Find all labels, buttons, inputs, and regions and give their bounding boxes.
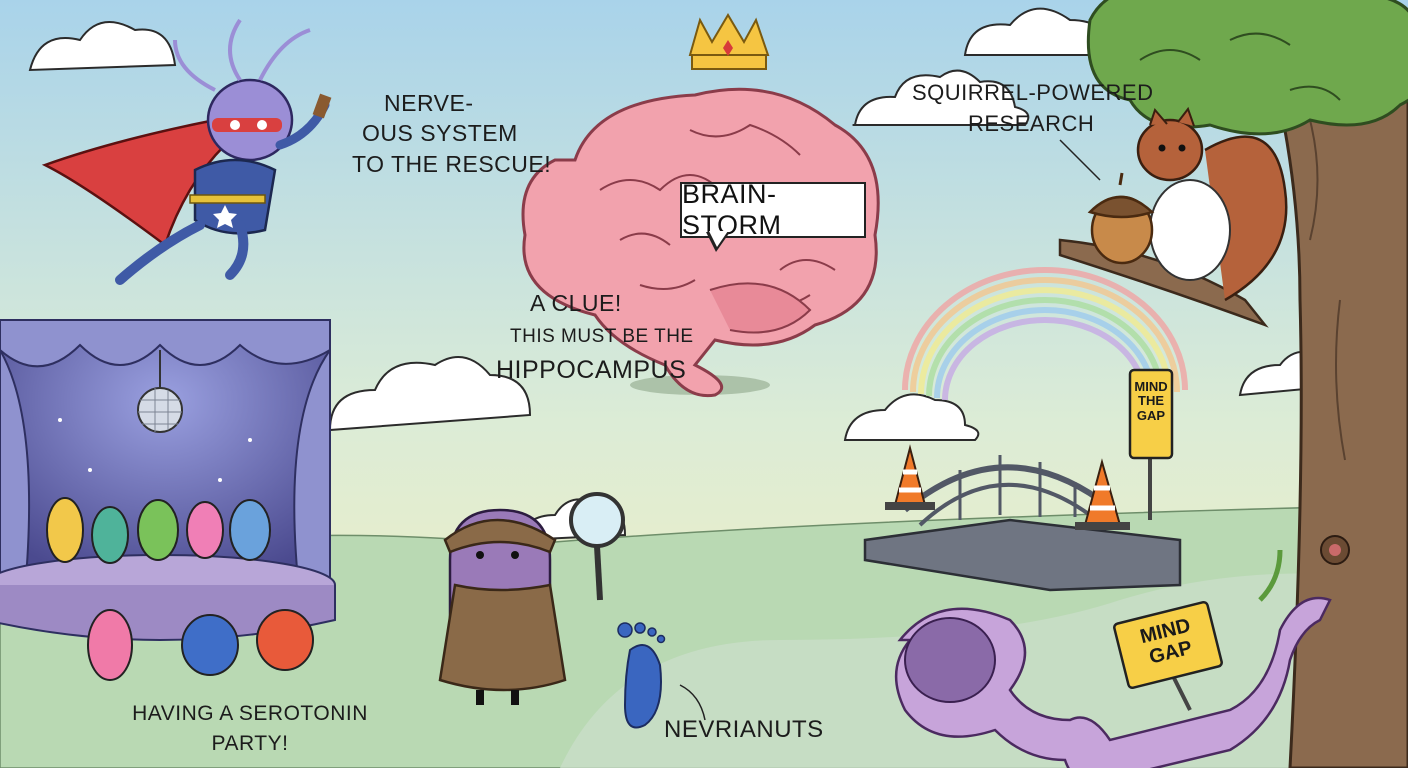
party-caption-line1: HAVING A SEROTONIN bbox=[132, 702, 368, 725]
dancing-cells bbox=[46, 497, 314, 681]
brain-speech-bubble: BRAIN-STORM bbox=[680, 179, 866, 240]
crown-icon bbox=[688, 13, 770, 70]
stage bbox=[0, 319, 336, 641]
clue-caption-line3: HIPPOCAMPUS bbox=[496, 356, 687, 384]
sign-top-line3: GAP bbox=[1136, 407, 1166, 423]
footprint-caption: NEVRIANUTS bbox=[664, 716, 824, 743]
traffic-cone-icon bbox=[885, 444, 1130, 530]
sign-mind-the-gap bbox=[1128, 368, 1174, 520]
sign-top-line2: THE bbox=[1138, 393, 1164, 409]
acorn-icon bbox=[1087, 172, 1155, 265]
sign-top-line1: MIND bbox=[1134, 379, 1168, 394]
neuron-axon bbox=[894, 549, 1332, 768]
squirrel-caption-line2: RESEARCH bbox=[968, 111, 1095, 136]
hero-caption-line3: TO THE RESCUE! bbox=[352, 151, 552, 177]
footprint-icon bbox=[617, 622, 666, 729]
squirrel-caption-line1: SQUIRREL-POWERED bbox=[912, 80, 1154, 105]
party-caption-line2: PARTY! bbox=[211, 732, 289, 755]
speech-tail-inner bbox=[709, 231, 728, 247]
disco-ball-icon bbox=[137, 350, 183, 433]
detective bbox=[438, 492, 625, 705]
brain bbox=[521, 87, 880, 398]
clue-caption-line1: A CLUE! bbox=[530, 290, 622, 316]
sign-top-text: MIND THE GAP bbox=[1130, 379, 1172, 423]
superhero-neuron bbox=[41, 18, 332, 285]
rainbow bbox=[902, 267, 1188, 401]
sign-mind-gap bbox=[1113, 600, 1223, 711]
bridge bbox=[863, 455, 1182, 592]
squirrel bbox=[1087, 106, 1288, 302]
clue-caption-line2: THIS MUST BE THE bbox=[510, 326, 694, 347]
magnifying-glass-icon bbox=[569, 492, 625, 601]
hero-caption-line1: NERVE- bbox=[384, 90, 474, 116]
hero-caption-line2: OUS SYSTEM bbox=[362, 120, 518, 146]
